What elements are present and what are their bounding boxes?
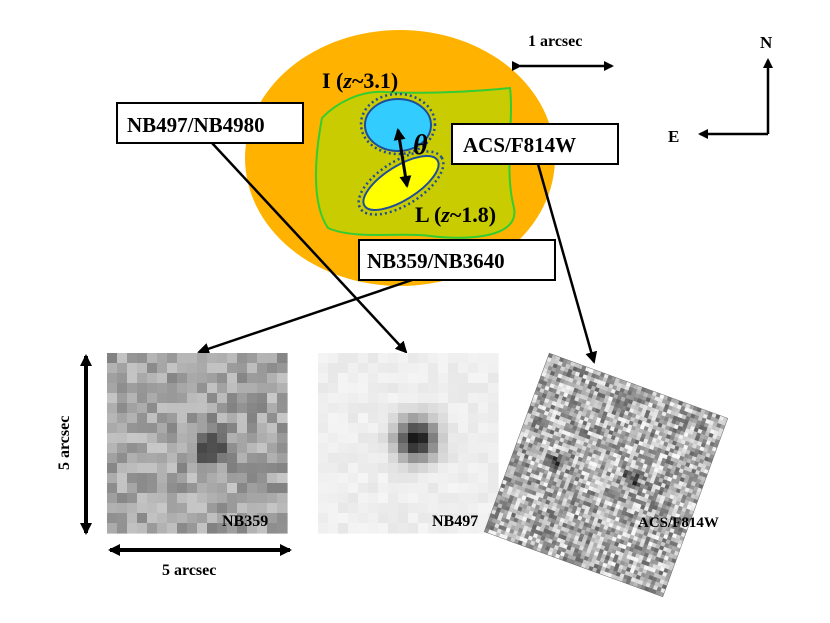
svg-text:NB359/NB3640: NB359/NB3640 <box>367 249 505 273</box>
scale-label: 1 arcsec <box>528 33 582 50</box>
svg-text:NB497/NB4980: NB497/NB4980 <box>127 113 265 137</box>
box-nb359: NB359/NB3640 <box>358 239 556 281</box>
north-label: N <box>760 33 773 52</box>
component-l-dotted <box>357 150 445 216</box>
arrow-nb359-to-panel <box>197 278 413 355</box>
panel-nb359-image <box>107 353 288 534</box>
panel-nb497-label: NB497 <box>432 513 478 530</box>
component-l-label: L (z~1.8) <box>415 202 496 227</box>
size-label-horizontal: 5 arcsec <box>162 562 216 579</box>
box-nb497: NB497/NB4980 <box>116 102 304 144</box>
box-acs: ACS/F814W <box>451 123 619 165</box>
panel-acs-label: ACS/F814W <box>638 515 719 531</box>
panel-nb359-label: NB359 <box>222 513 268 530</box>
east-label: E <box>668 127 679 146</box>
theta-arrow <box>393 128 412 188</box>
component-i-label: I (z~3.1) <box>322 68 398 93</box>
component-i-dotted <box>359 92 437 156</box>
arrow-nb497-to-panel <box>211 142 408 354</box>
panel-nb497-image <box>318 353 499 534</box>
size-label-vertical: 5 arcsec <box>56 416 73 470</box>
svg-text:ACS/F814W: ACS/F814W <box>463 133 576 157</box>
arrow-acs-to-panel <box>536 163 598 364</box>
panel-acs-image <box>483 352 729 598</box>
theta-label: θ <box>413 130 428 161</box>
